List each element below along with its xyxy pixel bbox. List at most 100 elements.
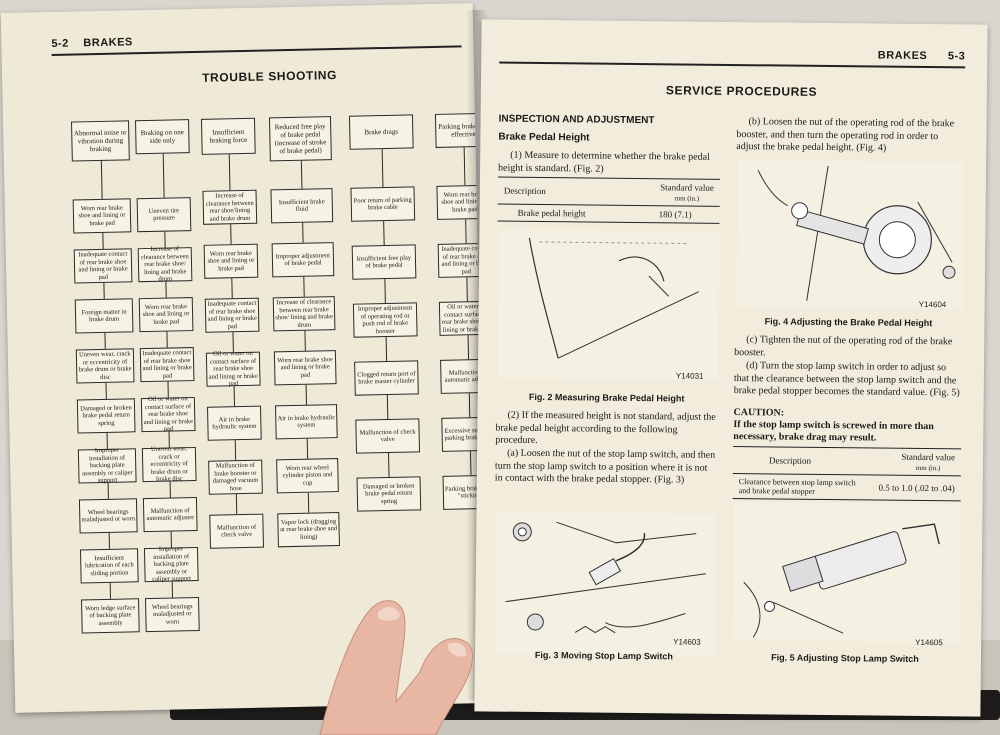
cause-box-label: Malfunction of check valve [216,523,257,539]
cause-box-label: Insufficient brake fluid [278,197,325,213]
spec-table-pedal-height: Description Standard value mm (in.) Brak… [497,176,720,224]
cause-box-label: Increase of clearance between rear brake… [140,245,189,284]
cause-box: Insufficient brake fluid [270,188,334,224]
cause-box-label: Worn rear wheel cylinder piston and cup [282,463,333,487]
symptom-box: Insufficient braking force [200,117,256,155]
cause-box: Insufficient free play of brake pedal [351,244,417,280]
cause-box-label: Worn rear brake shoe and lining or brake… [142,302,190,326]
spec-col-description: Description [768,455,812,466]
cause-box: Inadequate contact of rear brake shoe an… [73,248,133,284]
step-2a-text: (a) Loosen the nut of the stop lamp swit… [494,447,716,486]
brake-booster-drawing [757,165,956,301]
figure-5-illustration [733,502,961,643]
cause-box: Increase of clearance between rear shoe/… [202,189,258,225]
cause-box-label: Improper adjustment of operating rod or … [357,304,413,335]
cause-box: Air in brake hydraulic system [207,405,262,441]
symptom-box-label: Abnormal noise or vibration during braki… [73,128,127,154]
symptom-box-label: Insufficient braking force [209,127,248,145]
symptom-box: Braking on one side only [134,119,190,155]
cause-box-label: Insufficient free play of brake pedal [356,253,412,270]
cause-box-label: Vapor lock (dragging at rear brake shoe … [280,517,338,541]
figure-5-id: Y14605 [915,637,943,648]
cause-box: Malfunction of automatic adjuster [142,497,198,533]
cause-box-label: Increase of clearance between rear brake… [275,298,334,329]
cause-box: Uneven tire pressure [136,197,192,233]
spec-row: Brake pedal height 180 (7.1) [498,205,720,223]
cause-box: Clogged return port of brake master cyli… [354,360,419,396]
cause-box: Damaged or broken brake pedal return spr… [356,476,422,512]
step-2c-text: (c) Tighten the nut of the operating rod… [734,334,953,358]
spec-table-clearance: Description Standard value mm (in.) Clea… [732,446,962,502]
spec-table-head: Description Standard value mm (in.) [732,447,962,477]
figure-3-caption: Fig. 3 Moving Stop Lamp Switch [534,649,674,662]
cause-box: Improper installation of backing plate a… [77,446,137,485]
cause-box: Increase of clearance between rear brake… [137,245,193,284]
cause-box: Oil or water on contact surface of rear … [205,350,261,388]
spec-col-standard-unit: mm (in.) [674,194,700,203]
cause-box-label: Worn rear brake shoe and lining or brake… [207,249,255,273]
cause-box-label: Malfunction of brake booster or damaged … [212,461,259,492]
cause-box: Malfunction of check valve [355,418,421,454]
cause-box: Worn ledge surface of backing plate asse… [81,598,140,634]
step-1-text: (1) Measure to determine whether the bra… [498,149,710,175]
cause-box: Insufficient lubrication of each sliding… [79,548,139,584]
step-2b-text: (b) Loosen the nut of the operating rod … [736,116,955,154]
cause-box-label: Worn ledge surface of backing plate asse… [84,604,136,627]
symptom-box-label: Braking on one side only [140,128,184,145]
spec-col-standard: Standard value mm (in.) [660,182,714,203]
cause-box-label: Malfunction of automatic adjuster [146,506,195,523]
cause-box: Oil or water on contact surface of rear … [140,395,196,433]
cause-box: Damaged or broken brake pedal return spr… [76,398,136,434]
spec-col-description: Description [503,185,546,197]
cause-box-label: Foreign matter in brake drum [81,307,127,324]
cause-box: Worn rear wheel cylinder piston and cup [276,458,339,494]
cause-box-label: Poor return of parking brake cable [353,195,412,212]
header-rule-right [499,61,966,69]
hand-thumb-image [319,600,474,735]
figure-2-caption: Fig. 2 Measuring Brake Pedal Height [528,391,685,404]
cause-box-label: Inadequate contact of rear brake shoe an… [142,349,192,380]
cause-box-label: Improper installation of backing plate a… [82,446,133,485]
cause-box-label: Air in brake hydraulic system [212,415,257,431]
cause-box-label: Uneven wear, crack or eccentricity of br… [78,350,132,381]
cause-box-label: Improper adjustment of brake pedal [275,251,331,268]
spec-col-standard-unit: mm (in.) [915,463,941,473]
cause-box: Air in brake hydraulic system [274,404,338,440]
symptom-box: Brake drags [348,114,414,150]
cause-box-label: Increase of clearance between rear shoe/… [205,191,254,223]
page-header-right: BRAKES [877,49,928,63]
cause-box-label: Air in brake hydraulic system [277,413,336,429]
spec-row-label: Brake pedal height [517,207,586,219]
cause-box-label: Worn rear brake shoe and lining or brake… [277,355,333,379]
right-page: BRAKES 5-3 SERVICE PROCEDURES INSPECTION… [474,19,988,717]
cause-box-label: Oil or water on contact surface of rear … [143,395,194,433]
cause-box: Poor return of parking brake cable [350,186,416,222]
page-number-right: 5-3 [947,50,966,63]
cause-box: Malfunction of check valve [209,513,264,549]
stop-lamp-switch-drawing [505,521,706,634]
cause-box-label: Uneven tire pressure [148,206,180,222]
service-procedures-title: SERVICE PROCEDURES [665,83,818,99]
spec-col-standard-label: Standard value [660,182,714,193]
figure-4-illustration [736,160,965,309]
cause-box: Worn rear brake shoe and lining or brake… [138,297,194,333]
subhead-inspection: INSPECTION AND ADJUSTMENT [498,113,655,127]
stop-lamp-adjust-drawing [743,523,940,638]
symptom-box-label: Reduced free play of brake pedal (increa… [274,122,327,156]
cause-box: Malfunction of brake booster or damaged … [208,459,263,495]
step-2d-text: (d) Turn the stop lamp switch in order t… [733,360,960,399]
figure-3-illustration [494,511,717,656]
spec-table-head: Description Standard value mm (in.) [497,177,720,207]
cause-box: Increase of clearance between rear brake… [272,296,336,332]
cause-box-label: Insufficient lubrication of each sliding… [84,554,134,578]
spec-row-value: 0.5 to 1.0 (.02 to .04) [878,482,955,494]
cause-box-label: Damaged or broken brake pedal return spr… [362,482,415,505]
spec-row-label: Clearance between stop lamp switch and b… [738,477,856,496]
cause-box: Worn rear brake shoe and lining or brake… [72,198,132,234]
cause-box: Improper adjustment of operating rod or … [352,302,418,338]
figure-3-id: Y14603 [673,637,701,647]
cause-box: Inadequate contact of rear brake shoe an… [204,297,260,333]
cause-box-label: Inadequate contact of rear brake shoe an… [78,250,128,281]
cause-box: Improper adjustment of brake pedal [271,242,335,278]
cause-box: Wheel bearings maladjusted or worn [78,498,138,534]
